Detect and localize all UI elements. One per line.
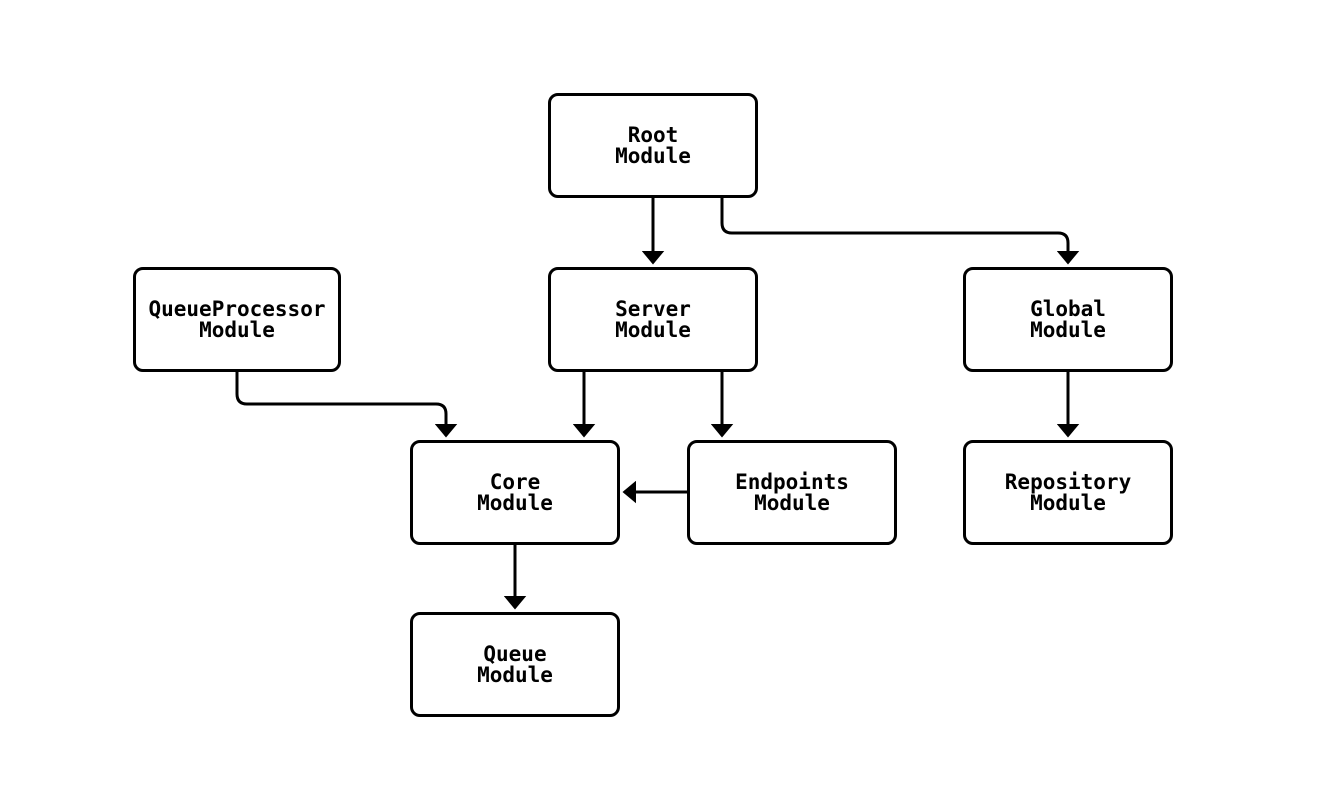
node-repository-module: Repository Module [963, 440, 1173, 545]
node-server-module-label: Server Module [615, 296, 691, 342]
node-queue-module: Queue Module [410, 612, 620, 717]
node-global-module-label: Global Module [1030, 296, 1106, 342]
node-root-module: Root Module [548, 93, 758, 198]
node-global-module: Global Module [963, 267, 1173, 372]
node-core-module-label: Core Module [477, 469, 553, 515]
node-repository-module-label: Repository Module [1004, 469, 1132, 515]
node-queue-module-label: Queue Module [477, 641, 553, 687]
edge-root-to-global [720, 198, 1080, 265]
node-queueprocessor-module-label: QueueProcessor Module [148, 296, 326, 342]
edge-queueprocessor-to-core [235, 372, 458, 438]
node-endpoints-module: Endpoints Module [687, 440, 897, 545]
node-server-module: Server Module [548, 267, 758, 372]
node-root-module-label: Root Module [615, 122, 691, 168]
node-endpoints-module-label: Endpoints Module [735, 469, 849, 515]
node-core-module: Core Module [410, 440, 620, 545]
node-queueprocessor-module: QueueProcessor Module [133, 267, 341, 372]
